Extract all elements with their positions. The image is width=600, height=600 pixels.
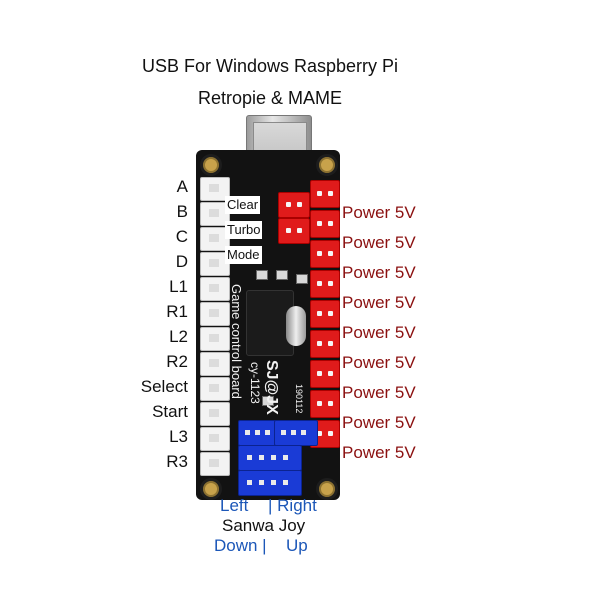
- button-label: L2: [169, 327, 188, 346]
- button-label: R2: [166, 352, 188, 371]
- button-connector: [200, 377, 230, 401]
- button-connector: [200, 277, 230, 301]
- joystick-connector-4: [238, 470, 302, 496]
- board-brand-label: SJ@JX: [263, 360, 280, 415]
- joystick-left-label: Left: [220, 496, 249, 515]
- power-connector: [310, 390, 340, 418]
- button-connector: [200, 402, 230, 426]
- button-connector: [200, 327, 230, 351]
- power-label: Power 5V: [342, 293, 416, 312]
- power-connector: [310, 330, 340, 358]
- power-connector: [310, 210, 340, 238]
- joystick-up-label: Up: [286, 536, 308, 555]
- auxiliary-red-connector: [278, 218, 310, 244]
- power-connector: [310, 360, 340, 388]
- mount-hole-bottom-right: [316, 478, 338, 500]
- button-connector: [200, 427, 230, 451]
- button-label: A: [176, 177, 188, 196]
- power-label: Power 5V: [342, 353, 416, 372]
- power-label: Power 5V: [342, 413, 416, 432]
- button-connector: [200, 352, 230, 376]
- mode-label: Mode: [225, 246, 262, 264]
- button-connector: [200, 252, 230, 276]
- caption-line-2: Retropie & MAME: [197, 88, 343, 108]
- turbo-label: Turbo: [225, 221, 263, 239]
- power-connector: [310, 270, 340, 298]
- smd-component: [276, 270, 288, 280]
- mount-hole-top-left: [200, 154, 222, 176]
- crystal-oscillator: [286, 306, 306, 346]
- button-connector: [200, 452, 230, 476]
- smd-component: [256, 270, 268, 280]
- clear-label: Clear: [225, 196, 261, 214]
- button-label: Select: [140, 377, 188, 396]
- joystick-connector-2: [274, 420, 318, 446]
- smd-component: [296, 274, 308, 284]
- button-label: L3: [169, 427, 188, 446]
- mount-hole-top-right: [316, 154, 338, 176]
- mount-hole-bottom-left: [200, 478, 222, 500]
- button-connector: [200, 202, 230, 226]
- smd-component: [262, 396, 274, 406]
- power-label: Power 5V: [342, 203, 416, 222]
- button-label: R3: [166, 452, 188, 471]
- joystick-right-label: | Right: [268, 496, 317, 515]
- joystick-down-label: Down |: [214, 536, 267, 555]
- button-label: C: [175, 227, 188, 246]
- auxiliary-red-connector: [278, 192, 310, 218]
- button-label: Start: [152, 402, 188, 421]
- button-label: B: [176, 202, 188, 221]
- joystick-title: Sanwa Joy: [222, 516, 306, 535]
- power-label: Power 5V: [342, 323, 416, 342]
- power-connector: [310, 240, 340, 268]
- power-connector: [310, 300, 340, 328]
- button-label: R1: [166, 302, 188, 321]
- power-label: Power 5V: [342, 383, 416, 402]
- caption-line-1: USB For Windows Raspberry Pi: [141, 56, 399, 76]
- board-name-label: Game control board: [229, 284, 244, 399]
- button-label: L1: [169, 277, 188, 296]
- button-label: D: [175, 252, 188, 271]
- board-date-code: 190112: [294, 384, 304, 414]
- power-connector: [310, 180, 340, 208]
- power-label: Power 5V: [342, 233, 416, 252]
- power-label: Power 5V: [342, 443, 416, 462]
- power-label: Power 5V: [342, 263, 416, 282]
- board-model-label: cy-1123: [248, 362, 262, 404]
- button-connector: [200, 302, 230, 326]
- joystick-connector-3: [238, 445, 302, 471]
